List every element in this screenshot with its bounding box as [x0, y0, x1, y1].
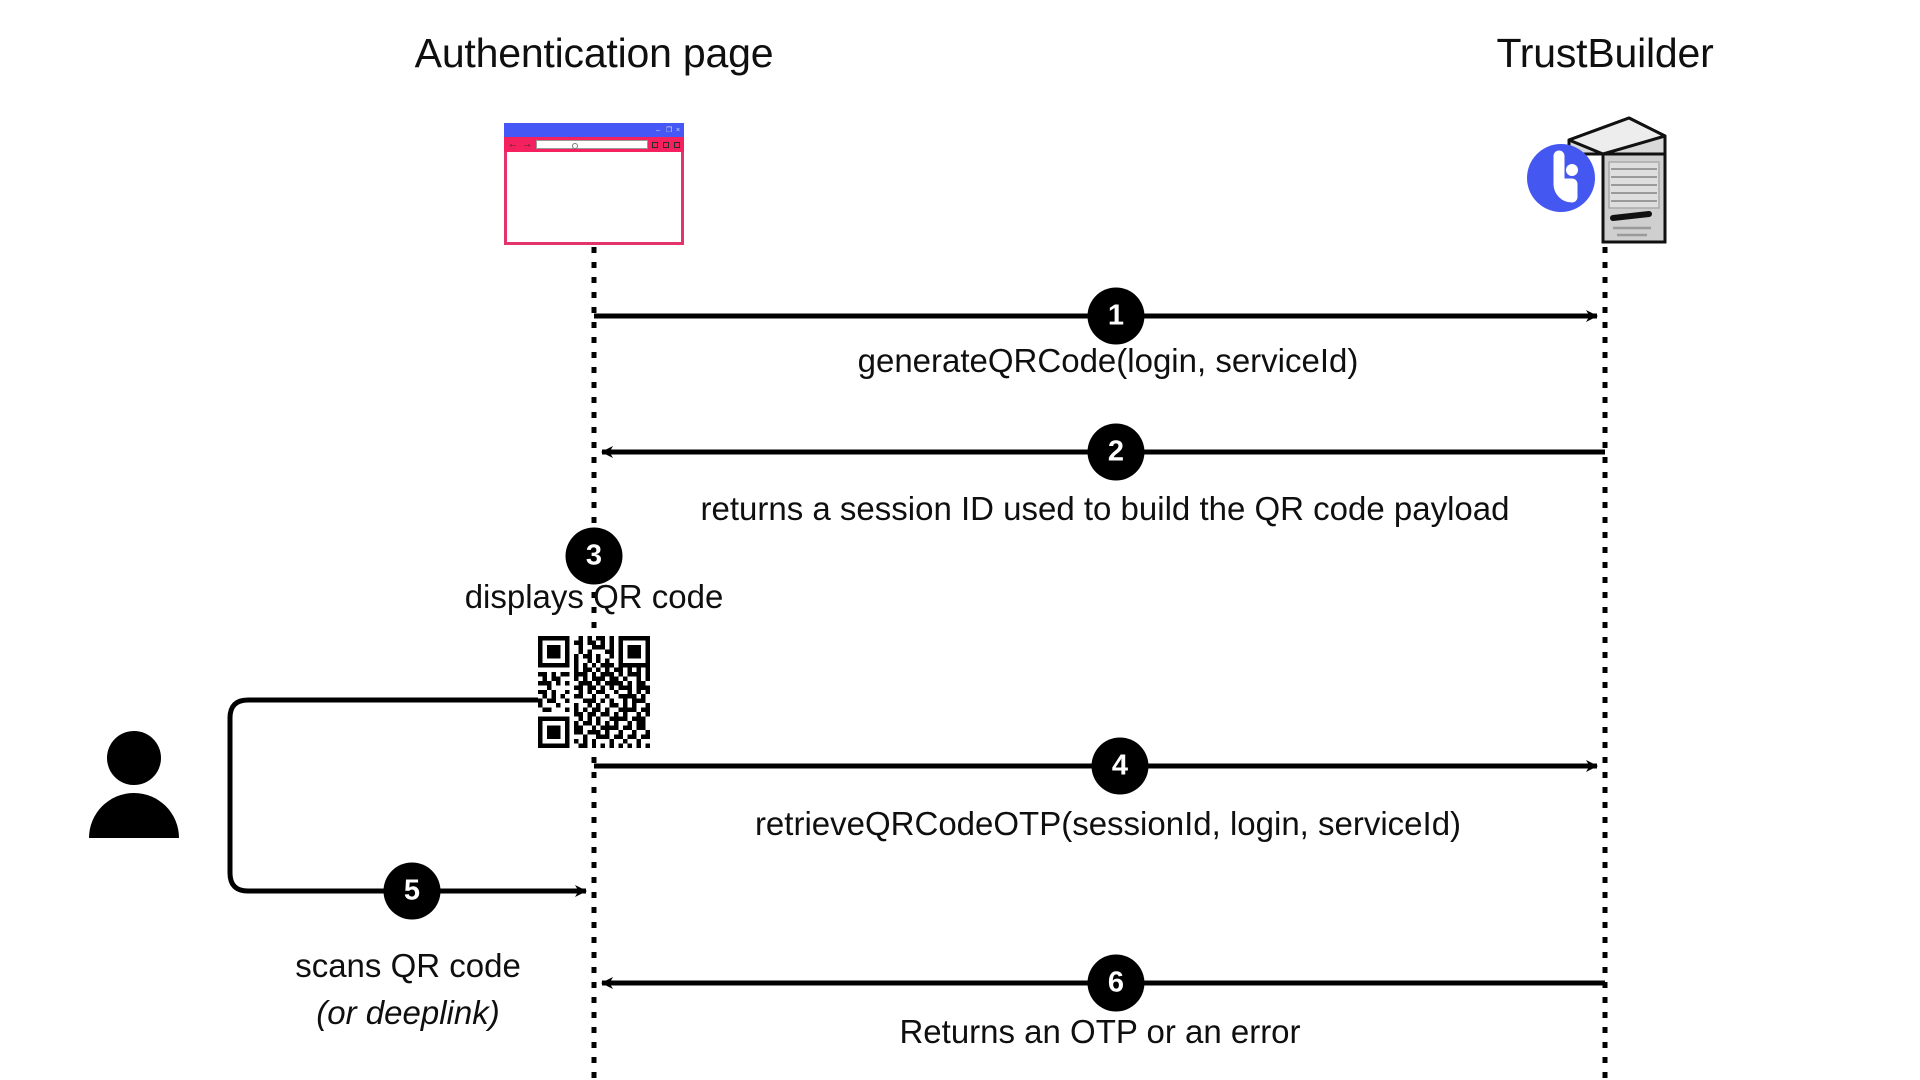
message-label-4: retrieveQRCodeOTP(sessionId, login, serv…: [754, 805, 1462, 842]
menu-icon: [663, 141, 669, 148]
user-person-icon: [84, 730, 184, 845]
close-icon: ×: [676, 126, 681, 134]
message-badge-5: 5: [383, 862, 441, 920]
url-bar: [536, 140, 648, 149]
server-tower-icon: [1525, 110, 1685, 250]
message-badge-6: 6: [1087, 954, 1145, 1012]
participant-title-trustbuilder: TrustBuilder: [1496, 30, 1714, 76]
message-label-1: generateQRCode(login, serviceId): [857, 342, 1359, 379]
message-label-3: displays QR code: [464, 578, 724, 615]
back-arrow-icon: ←: [508, 138, 518, 150]
browser-toolbar: ← →: [504, 137, 684, 152]
message-label-5: scans QR code: [295, 947, 521, 984]
browser-viewport: [504, 152, 684, 245]
maximize-icon: ❐: [666, 126, 673, 134]
message-badge-2: 2: [1087, 423, 1145, 481]
browser-window-icon: – ❐ × ← →: [504, 123, 684, 245]
message-badge-4: 4: [1091, 737, 1149, 795]
home-icon: [674, 141, 680, 148]
minimize-icon: –: [656, 126, 660, 134]
browser-toolbar-edge-left: [504, 137, 507, 152]
message-label-6: Returns an OTP or an error: [899, 1013, 1301, 1050]
message-label-2: returns a session ID used to build the Q…: [700, 490, 1510, 527]
message-label-5-secondary: (or deeplink): [316, 994, 500, 1031]
message-badge-1: 1: [1087, 287, 1145, 345]
browser-toolbar-edge-right: [681, 137, 684, 152]
qr-code-image: [538, 636, 650, 748]
browser-titlebar: – ❐ ×: [504, 123, 684, 137]
message-badge-3: 3: [565, 527, 623, 585]
forward-arrow-icon: →: [522, 138, 532, 150]
bookmark-icon: [652, 141, 658, 148]
participant-title-auth-page: Authentication page: [414, 30, 774, 76]
